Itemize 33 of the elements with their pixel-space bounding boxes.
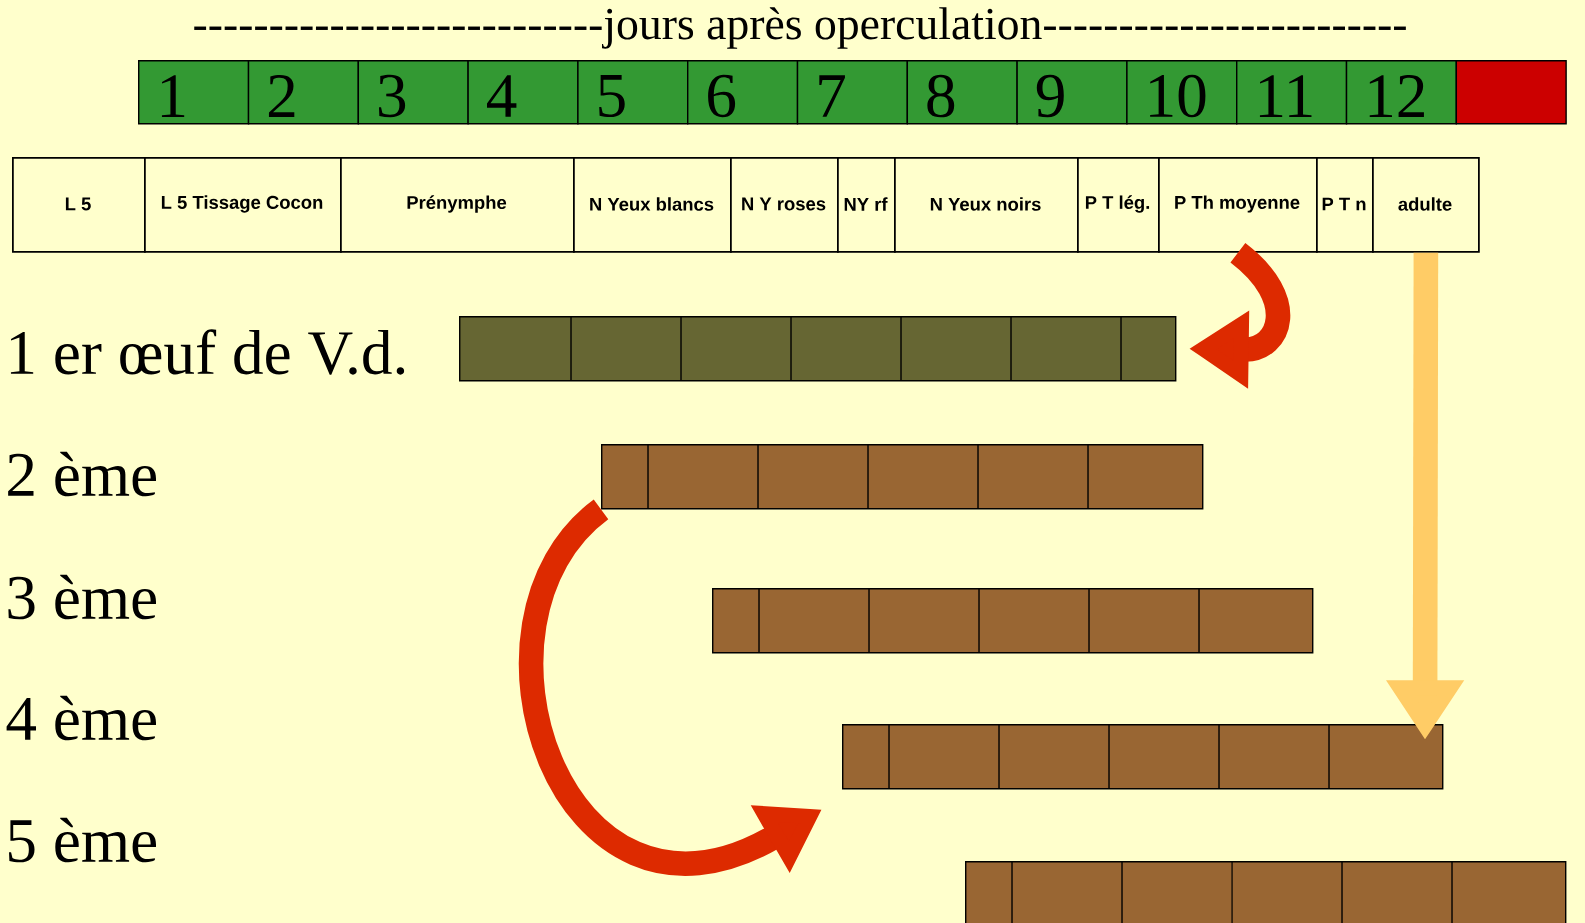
stage-cell: N Yeux blancs bbox=[573, 157, 732, 253]
stage-cell: L 5 bbox=[12, 157, 146, 253]
stage-cell: P T n bbox=[1316, 157, 1374, 253]
bar bbox=[965, 860, 1567, 923]
day-cell: 10 bbox=[1126, 60, 1238, 125]
row-label: 3 ème bbox=[8, 574, 156, 620]
bar bbox=[712, 587, 1314, 654]
row-label: 1 er œuf de V.d. bbox=[10, 329, 405, 375]
heading: ---------------------------jours après operculation------------------------ bbox=[194, 7, 1406, 49]
bar bbox=[459, 315, 1177, 382]
stage-cell: L 5 Tissage Cocon bbox=[144, 157, 342, 253]
stage-cell: adulte bbox=[1372, 157, 1480, 253]
row-label: 2 ème bbox=[8, 451, 156, 497]
day-cell: 1 bbox=[138, 60, 250, 125]
day-cell: 4 bbox=[467, 60, 579, 125]
box bbox=[1455, 60, 1567, 125]
day-cell: 6 bbox=[687, 60, 799, 125]
day-cell: 12 bbox=[1345, 60, 1457, 125]
stage-cell: P T lég. bbox=[1077, 157, 1160, 253]
day-cell: 9 bbox=[1016, 60, 1128, 125]
row-label: 4 ème bbox=[6, 695, 156, 741]
day-cell: 11 bbox=[1236, 60, 1348, 125]
day-cell: 2 bbox=[247, 60, 359, 125]
day-cell: 7 bbox=[796, 60, 909, 125]
stage-cell: NY rf bbox=[837, 157, 896, 253]
day-cell: 3 bbox=[357, 60, 469, 125]
day-cell: 5 bbox=[577, 60, 689, 125]
day-cell: 8 bbox=[906, 60, 1018, 125]
bar bbox=[601, 443, 1204, 510]
stage-cell: N Y roses bbox=[730, 157, 839, 253]
row-label: 5 ème bbox=[9, 817, 156, 863]
stage-cell: Prénymphe bbox=[340, 157, 575, 253]
bar bbox=[842, 723, 1444, 790]
